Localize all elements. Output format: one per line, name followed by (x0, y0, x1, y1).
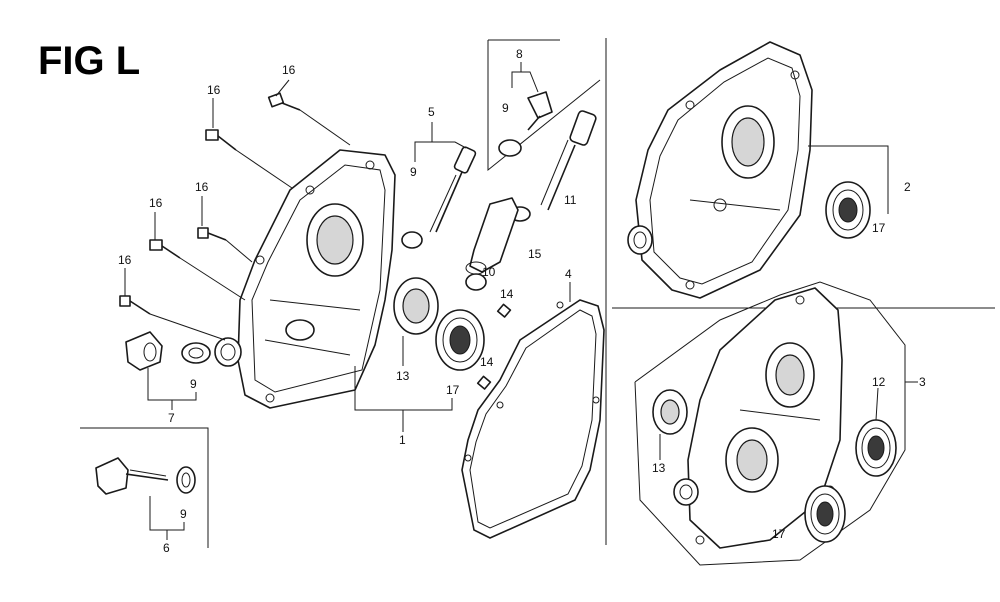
label-13: 13 (652, 461, 666, 475)
label-14: 14 (500, 287, 514, 301)
label-9: 9 (180, 507, 187, 521)
label-2: 2 (904, 180, 911, 194)
section-dividers (80, 38, 995, 548)
label-9: 9 (190, 377, 197, 391)
label-14: 14 (480, 355, 494, 369)
label-17: 17 (446, 383, 460, 397)
center-bearings (393, 277, 485, 371)
label-16: 16 (195, 180, 209, 194)
label-16: 16 (207, 83, 221, 97)
label-16: 16 (282, 63, 296, 77)
dowel-pins (476, 303, 512, 390)
label-4: 4 (565, 267, 572, 281)
label-13: 13 (396, 369, 410, 383)
crankcase-cover-twin (634, 281, 906, 566)
label-16: 16 (118, 253, 132, 267)
label-11: 11 (564, 193, 577, 207)
oil-filler-cap (125, 331, 211, 371)
label-5: 5 (428, 105, 435, 119)
leader-lines (124, 62, 918, 540)
label-7: 7 (168, 411, 175, 425)
governor-shaft (401, 146, 477, 249)
part-number-labels: 16 16 16 16 16 5 9 8 9 11 15 10 4 14 14 … (118, 47, 926, 555)
label-15: 15 (528, 247, 542, 261)
crankcase-cover-assembly (214, 149, 396, 409)
label-12: 12 (872, 375, 886, 389)
label-3: 3 (919, 375, 926, 389)
label-8: 8 (516, 47, 523, 61)
dipstick-parts (465, 110, 597, 291)
label-1: 1 (399, 433, 406, 447)
crankcase-cover-alt (627, 41, 889, 299)
bolt-parts (119, 92, 351, 341)
label-16: 16 (149, 196, 163, 210)
label-9: 9 (410, 165, 417, 179)
figure-title: FIG L (38, 39, 140, 83)
inset-governor-arm (498, 91, 553, 157)
gasket (461, 299, 605, 539)
oil-drain-plug (95, 457, 196, 495)
label-6: 6 (163, 541, 170, 555)
label-9: 9 (502, 101, 509, 115)
label-17: 17 (772, 527, 786, 541)
label-10: 10 (482, 265, 496, 279)
label-17: 17 (872, 221, 886, 235)
